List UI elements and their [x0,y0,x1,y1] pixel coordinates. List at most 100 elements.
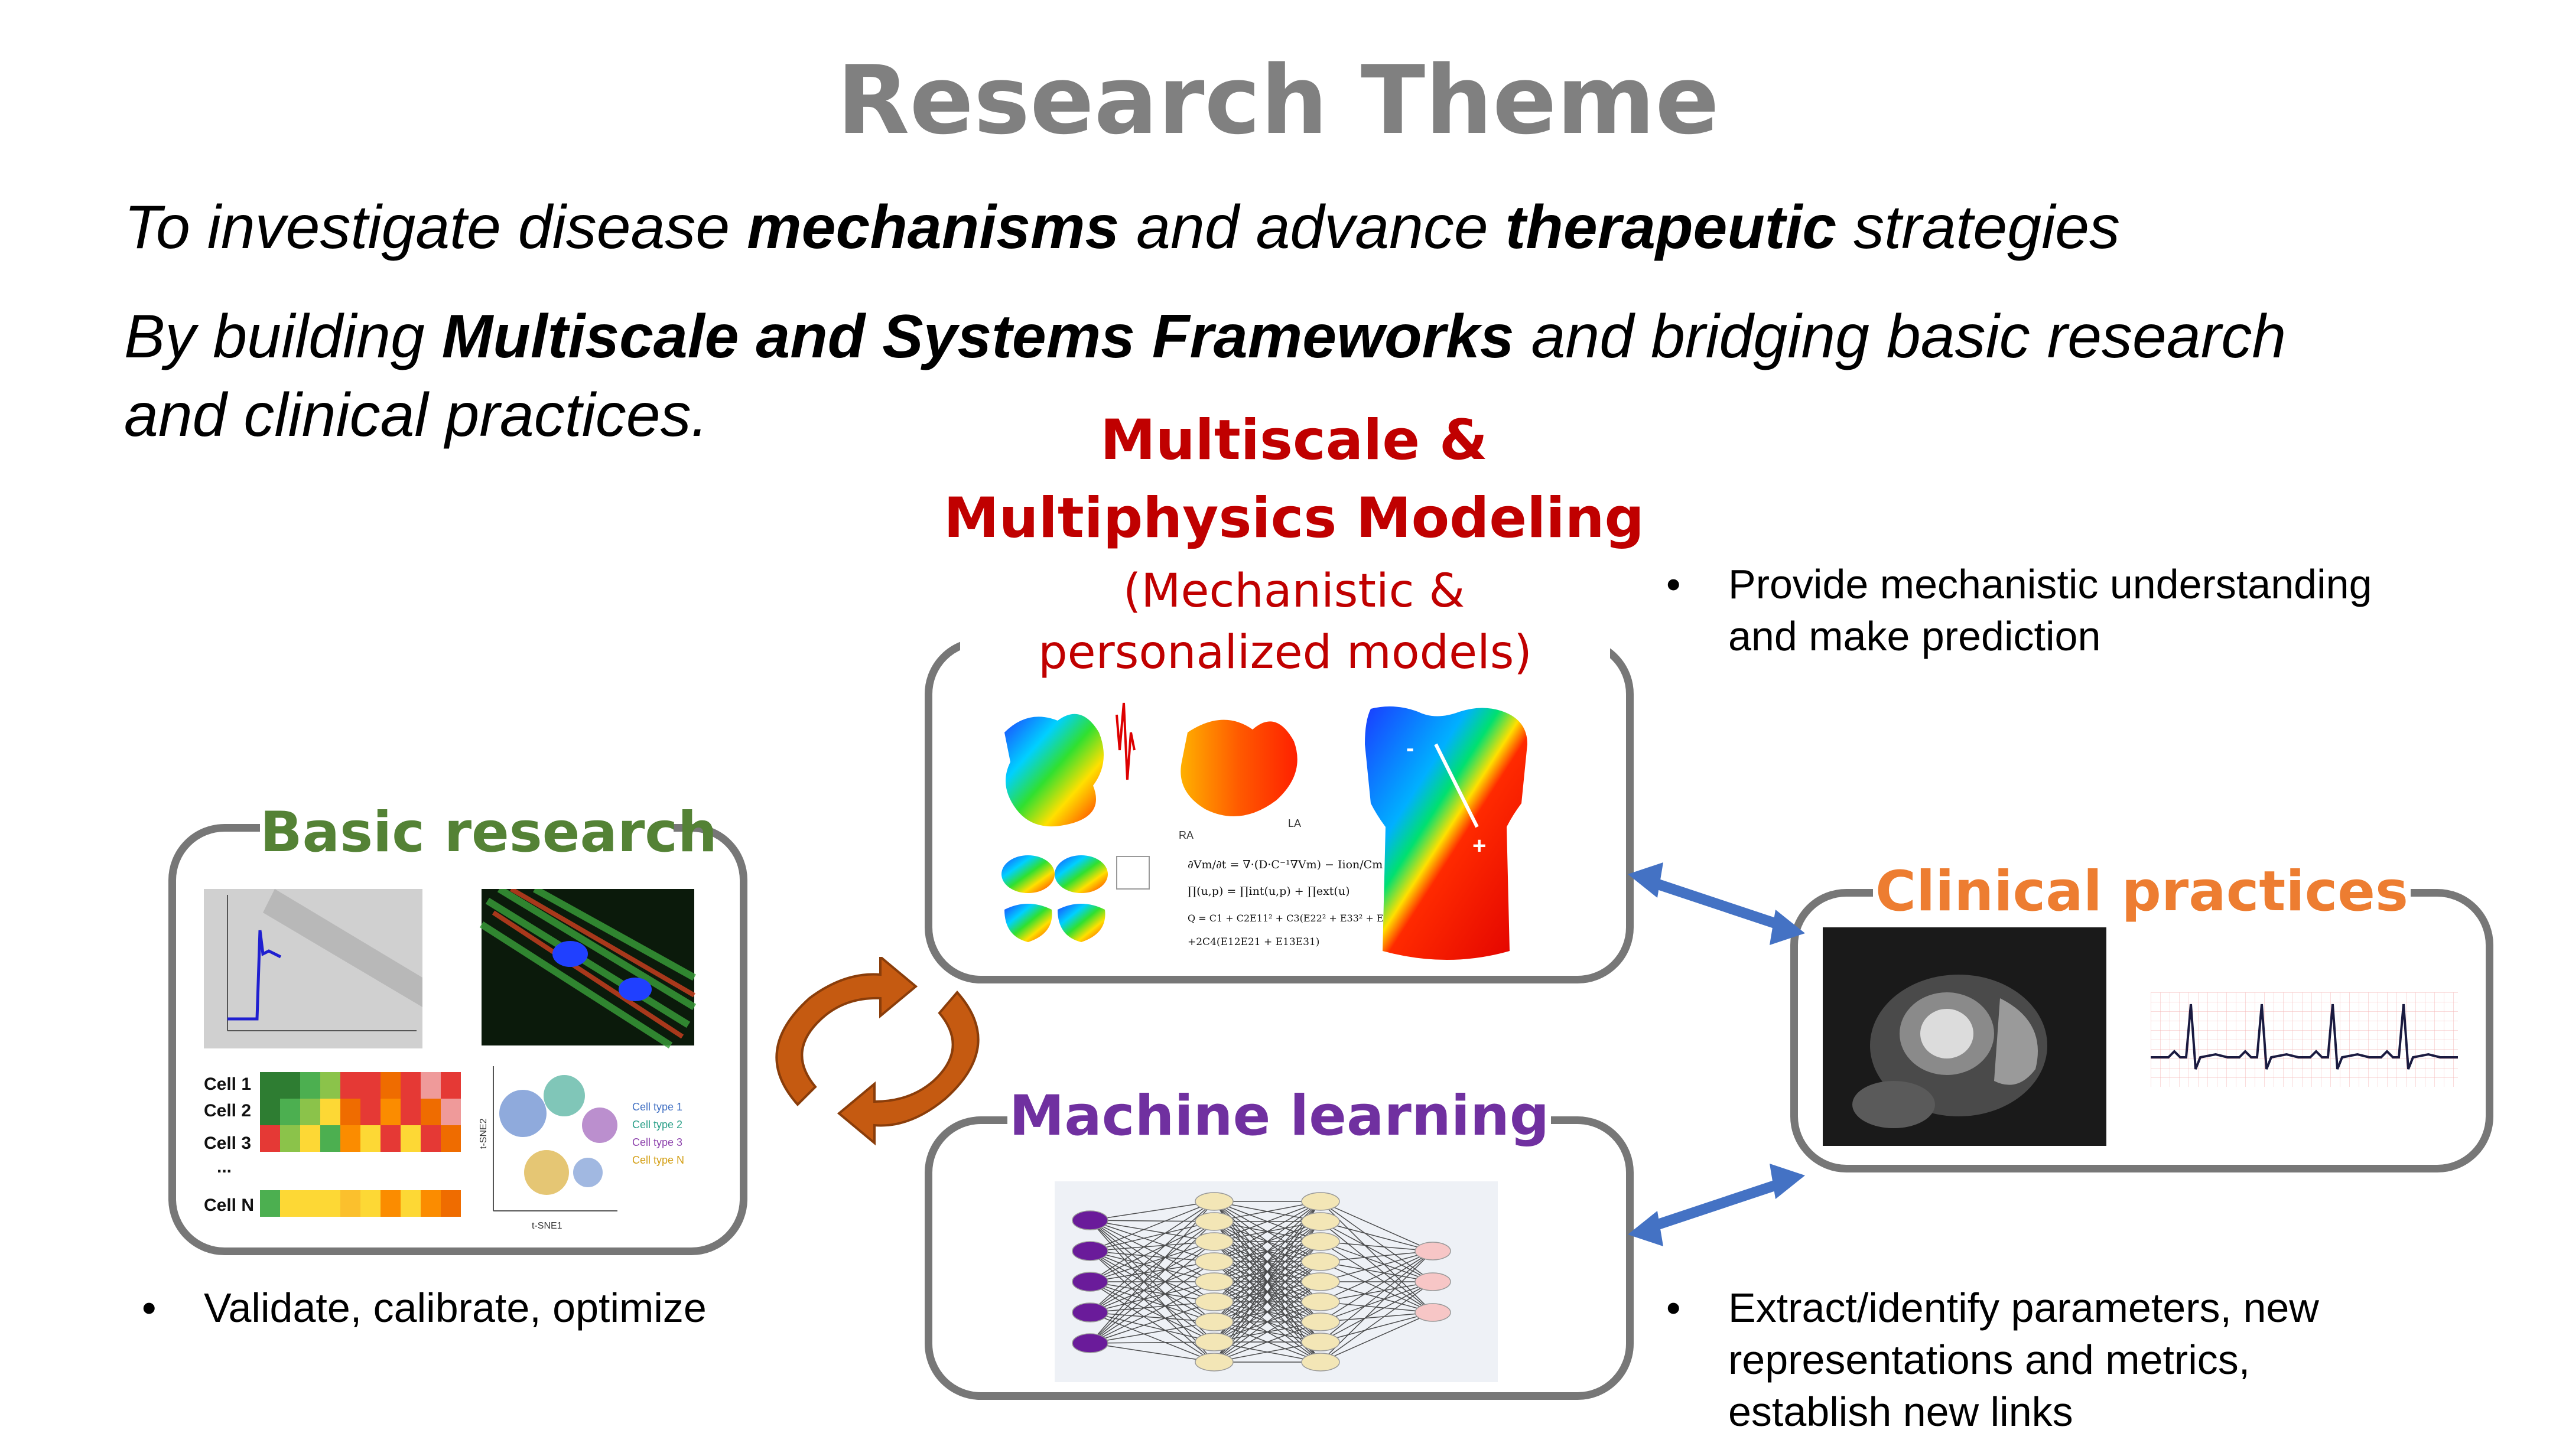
network-edge [1320,1281,1433,1313]
network-node [1301,1272,1340,1291]
network-edge [1320,1261,1433,1282]
machine-learning-title: Machine learning [1007,1075,1551,1158]
aim-text: To investigate disease [124,193,747,262]
network-edge [1214,1201,1321,1242]
modeling-title-2: Multiphysics Modeling [910,480,1678,558]
network-node [1195,1252,1234,1271]
network-node [1301,1333,1340,1351]
network-edge [1090,1221,1215,1313]
page-title: Research Theme [837,45,1719,155]
equation-2: ∏(u,p) = ∏int(u,p) + ∏ext(u) [1188,885,1350,898]
modeling-title-1: Multiscale & [910,402,1678,480]
heatmap-row-label: Cell 3 [204,1133,251,1153]
network-edge [1320,1221,1433,1252]
network-edge [1090,1241,1215,1282]
heatmap-row-label: Cell 1 [204,1074,251,1094]
network-edge [1090,1241,1215,1344]
legend-item: Cell type 1 [632,1101,682,1113]
bullet-text: Provide mechanistic understanding [1728,561,2372,607]
network-edge [1090,1201,1215,1221]
bullet-text: and make prediction [1728,613,2101,659]
network-edge [1090,1312,1215,1323]
bullet-dot: • [142,1285,157,1331]
network-node [1072,1272,1108,1292]
network-edge [1090,1201,1215,1344]
tsne-y-label: t-SNE2 [479,1118,489,1149]
network-edge [1320,1241,1433,1313]
network-edge [1090,1241,1215,1313]
network-edge [1320,1250,1433,1282]
dipole-minus: - [1406,735,1414,761]
network-edge [1090,1220,1215,1323]
heart-section-2 [1055,855,1108,893]
legend-item: Cell type N [632,1154,684,1166]
network-node [1195,1232,1234,1251]
network-edge [1090,1250,1215,1363]
heatmap-row-label: Cell N [204,1196,254,1215]
equation-4: +2C4(E12E21 + E13E31) [1188,936,1319,948]
network-edge [1320,1241,1433,1282]
bullet-text: representations and metrics, [1728,1337,2251,1383]
network-edge [1090,1281,1215,1343]
network-edge [1320,1250,1433,1323]
aim-text: and advance [1119,193,1505,262]
network-edge [1320,1221,1433,1282]
modeling-subtitle-2: personalized models) [960,620,1610,685]
network-node [1301,1192,1340,1211]
network-edge [1320,1250,1433,1343]
neural-network [1055,1181,1498,1382]
mesh-cube [1116,856,1150,890]
equation-1: ∂Vm/∂t = ∇·(D·C⁻¹∇Vm) − Iion/Cm [1188,858,1383,871]
network-edge [1090,1250,1215,1343]
network-edge [1090,1343,1215,1363]
label-la: LA [1288,817,1301,829]
network-node [1072,1302,1108,1323]
network-node [1301,1353,1340,1372]
network-edge [1090,1201,1215,1313]
network-edge [1090,1281,1215,1363]
heatmap-row-label: Cell 2 [204,1101,251,1120]
aim-text: By building [124,302,442,371]
network-edge [1320,1201,1433,1282]
network-edge [1090,1250,1215,1323]
network-edge [1320,1281,1433,1343]
basic-research-images: Cell 1 Cell 2 Cell 3 ... Cell N t-SNE1 t… [204,889,697,1231]
network-node [1301,1212,1340,1231]
network-node [1195,1333,1234,1351]
network-node [1301,1252,1340,1271]
heart-model-1 [1004,714,1104,827]
network-edge [1320,1221,1433,1313]
network-node [1301,1232,1340,1251]
network-edge [1090,1261,1215,1344]
network-edge [1090,1241,1215,1252]
network-edge [1090,1220,1215,1363]
aim-emphasis: mechanisms [747,193,1120,262]
modeling-heading: Multiscale & Multiphysics Modeling (Mech… [910,402,1678,625]
network-edge [1090,1221,1215,1252]
network-edge [1320,1201,1433,1252]
network-edge [1320,1312,1433,1343]
network-node [1414,1242,1451,1260]
tsne-scatter: t-SNE1 t-SNE2 [479,1066,617,1231]
network-node [1072,1241,1108,1261]
heart-section-1 [1001,855,1055,893]
aim-text: strategies [1836,193,2121,262]
cycle-arrows [775,957,980,1146]
bullet-text: establish new links [1728,1389,2073,1435]
equation-3: Q = C1 + C2E11² + C3(E22² + E33² + E23²) [1188,913,1403,924]
link-arrow-ml-clinical [1628,1164,1805,1246]
network-edge [1320,1281,1433,1363]
aim-emphasis: therapeutic [1505,193,1837,262]
heart-section-3 [1004,904,1052,942]
network-edge [1320,1281,1433,1323]
network-node [1195,1212,1234,1231]
network-edge [1090,1201,1215,1282]
network-edge [1090,1250,1215,1282]
ecg-trace [2151,992,2458,1087]
network-edge [1090,1220,1215,1222]
modeling-images: RA LA ∂Vm/∂t = ∇·(D·C⁻¹∇Vm) − Iion/Cm ∏(… [1001,702,1527,960]
network-edge [1090,1261,1215,1313]
bullet-mechanistic: • Provide mechanistic understanding and … [1666,558,2372,662]
network-edge [1090,1312,1215,1343]
link-arrow-modeling-clinical [1628,862,1805,945]
